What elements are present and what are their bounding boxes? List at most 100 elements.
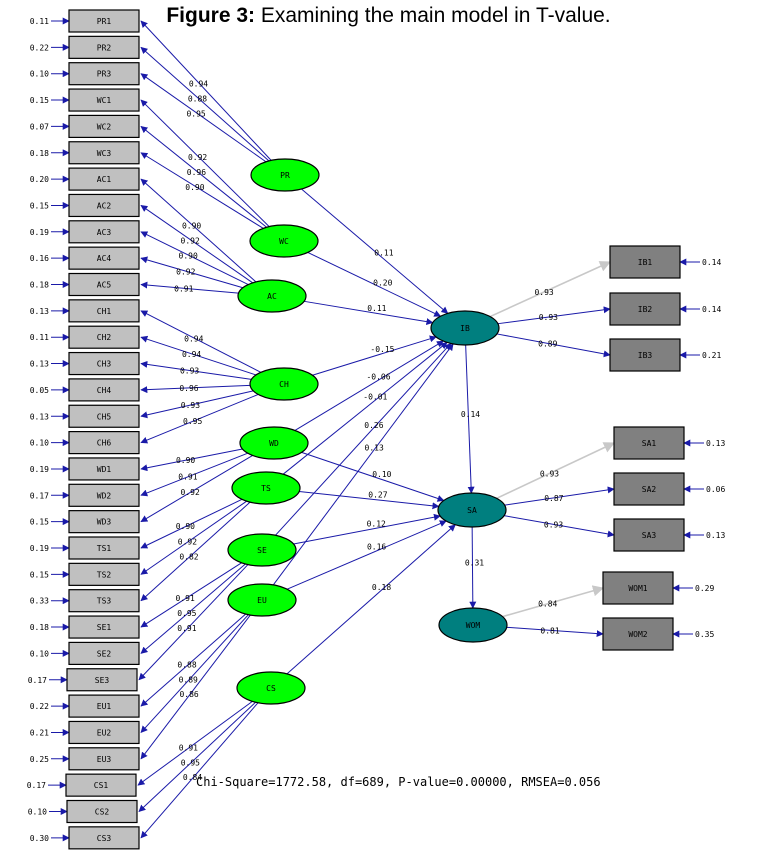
error-value-sa2: 0.06 — [706, 485, 725, 494]
construct-ts — [231, 471, 301, 505]
indicator-box-ch2 — [68, 325, 140, 349]
error-value-ac2: 0.15 — [30, 201, 49, 210]
indicator-label-wd2: WD2 — [97, 491, 112, 500]
error-value-pr3: 0.10 — [30, 70, 49, 79]
indicator-label-ts2: TS2 — [97, 570, 112, 579]
indicator-box-wom1 — [602, 571, 674, 605]
construct-ib — [430, 310, 500, 346]
path-se-ib-value: 0.26 — [364, 421, 383, 430]
indicator-box-eu1 — [68, 694, 140, 718]
indicator-box-eu3 — [68, 747, 140, 771]
loading-arrow-cs2 — [138, 701, 256, 812]
construct-eu — [227, 583, 297, 617]
loading-arrow-wom1 — [502, 585, 605, 618]
indicator-label-sa3: SA3 — [642, 531, 657, 540]
loading-value-se2: 0.95 — [177, 609, 196, 618]
loading-arrow-se2 — [140, 563, 246, 654]
loading-value-sa3: 0.93 — [544, 520, 563, 529]
loading-arrow-cs1 — [137, 700, 253, 786]
indicator-label-wc1: WC1 — [97, 96, 112, 105]
loading-value-wom2: 0.81 — [540, 626, 559, 635]
path-ch-ib-value: -0.15 — [370, 345, 394, 354]
error-value-wc2: 0.07 — [30, 122, 49, 131]
loading-value-sa1: 0.93 — [540, 469, 559, 478]
indicator-box-ch1 — [68, 299, 140, 323]
loading-arrow-eu3 — [140, 614, 251, 760]
path-se-sa-value: 0.12 — [367, 520, 386, 529]
error-value-wom1: 0.29 — [695, 584, 714, 593]
error-value-se1: 0.18 — [30, 623, 49, 632]
indicator-box-se1 — [68, 615, 140, 639]
indicator-box-sa1 — [613, 426, 685, 460]
indicator-box-ac1 — [68, 167, 140, 191]
loading-arrow-pr3 — [140, 73, 267, 163]
loading-value-wc1: 0.92 — [188, 153, 207, 162]
path-se-sa — [293, 513, 441, 545]
loading-value-ch6: 0.95 — [183, 417, 202, 426]
error-value-wc3: 0.18 — [30, 149, 49, 158]
path-wc-ib-value: 0.20 — [373, 279, 392, 288]
indicator-box-ib1 — [609, 245, 681, 279]
loading-arrow-ch6 — [140, 393, 259, 444]
indicator-label-wd1: WD1 — [97, 465, 112, 474]
indicator-box-pr2 — [68, 35, 140, 59]
error-value-wc1: 0.15 — [30, 96, 49, 105]
path-cs-sa — [286, 524, 456, 675]
error-value-cs3: 0.30 — [30, 834, 49, 843]
indicator-label-ch1: CH1 — [97, 307, 112, 316]
error-value-ib1: 0.14 — [702, 258, 721, 267]
loading-value-ts3: 0.82 — [179, 552, 198, 561]
indicator-box-wc3 — [68, 141, 140, 165]
error-value-ch1: 0.13 — [30, 307, 49, 316]
error-value-eu1: 0.22 — [30, 702, 49, 711]
loading-value-eu2: 0.89 — [179, 675, 198, 684]
indicator-box-cs2 — [66, 799, 138, 824]
node-layer — [65, 9, 685, 850]
loading-arrow-pr2 — [140, 46, 270, 162]
indicator-label-se2: SE2 — [97, 649, 112, 658]
path-ts-sa-value: 0.27 — [368, 491, 387, 500]
error-value-ch5: 0.13 — [30, 412, 49, 421]
indicator-label-ch4: CH4 — [97, 386, 112, 395]
indicator-label-sa1: SA1 — [642, 439, 657, 448]
indicator-label-ch2: CH2 — [97, 333, 112, 342]
error-value-ts3: 0.33 — [30, 597, 49, 606]
path-pr-ib — [301, 188, 449, 314]
path-pr-ib-value: 0.11 — [374, 248, 393, 257]
construct-label-wd: WD — [269, 439, 279, 448]
error-value-sa1: 0.13 — [706, 439, 725, 448]
indicator-label-cs3: CS3 — [97, 834, 112, 843]
loading-value-ac1: 0.90 — [182, 221, 201, 230]
error-value-se2: 0.10 — [30, 649, 49, 658]
construct-ac — [237, 279, 307, 313]
loading-value-ch4: 0.96 — [179, 384, 198, 393]
indicator-label-pr2: PR2 — [97, 43, 112, 52]
loading-arrow-ch5 — [140, 390, 254, 419]
error-value-ib3: 0.21 — [702, 351, 721, 360]
loading-arrow-ac3 — [140, 231, 249, 285]
indicator-label-ac2: AC2 — [97, 201, 112, 210]
path-ac-ib-value: 0.11 — [367, 304, 386, 313]
loading-arrow-wc3 — [140, 152, 264, 229]
loading-value-ch1: 0.94 — [184, 335, 203, 344]
figure-title: Figure 3: Examining the main model in T-… — [0, 4, 777, 28]
loading-arrow-ac4 — [140, 256, 244, 289]
loading-value-ch2: 0.94 — [182, 350, 201, 359]
indicator-box-ac3 — [68, 220, 140, 244]
indicator-box-wd2 — [68, 483, 140, 507]
loading-value-ib3: 0.89 — [538, 339, 557, 348]
error-value-ib2: 0.14 — [702, 305, 721, 314]
loading-value-cs3: 0.84 — [183, 773, 202, 782]
indicator-box-wc1 — [68, 88, 140, 112]
path-eu-ib-value: 0.13 — [365, 443, 384, 452]
error-value-cs2: 0.10 — [28, 808, 47, 817]
error-value-pr1: 0.11 — [30, 17, 49, 26]
construct-se — [227, 533, 297, 567]
indicator-box-ch6 — [68, 431, 140, 455]
loading-value-se3: 0.91 — [177, 624, 196, 633]
indicator-box-wd3 — [68, 510, 140, 534]
path-wd-sa-value: 0.10 — [372, 470, 391, 479]
indicator-label-ac5: AC5 — [97, 281, 112, 290]
indicator-label-wc3: WC3 — [97, 149, 112, 158]
